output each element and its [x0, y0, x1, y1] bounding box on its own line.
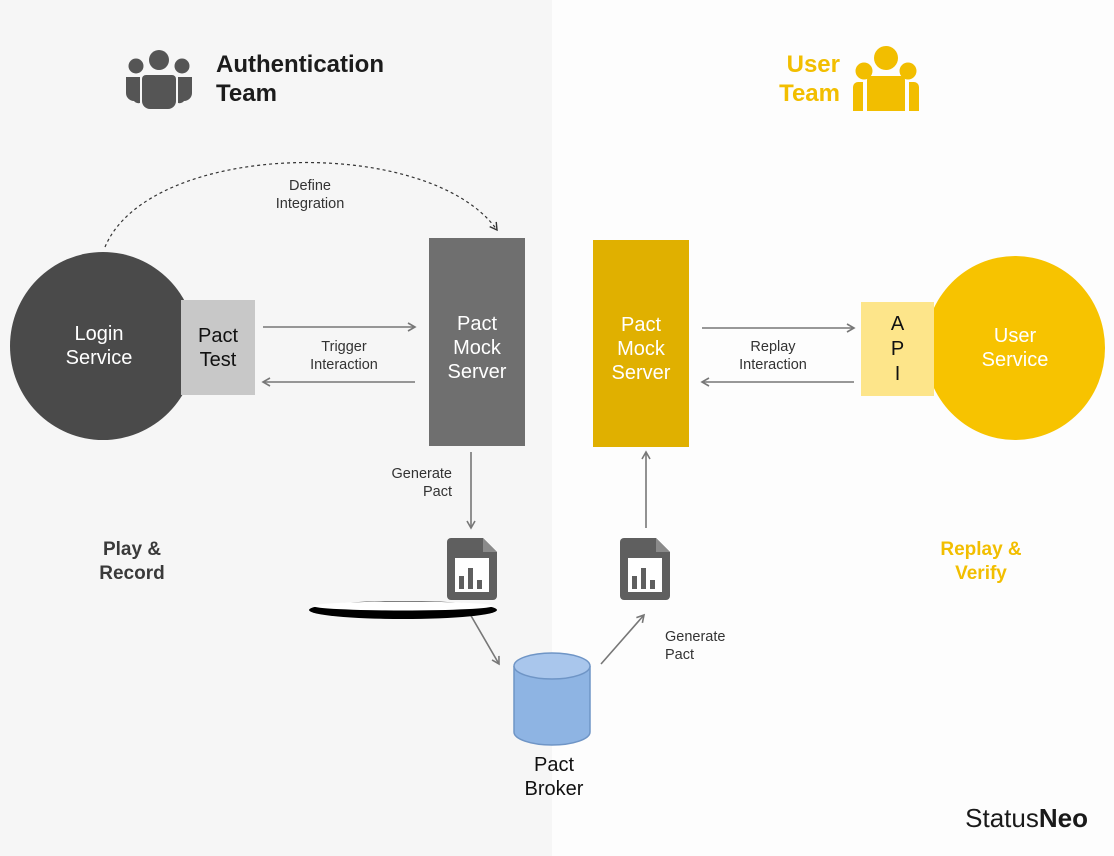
login-service-label: Login Service — [65, 323, 133, 369]
authentication-team-title: Authentication Team — [216, 51, 384, 107]
generate-pact-left-label: Generate Pact — [391, 466, 452, 500]
statusneo-logo: StatusNeo — [965, 803, 1088, 834]
right-pact-mock-server-node: Pact Mock Server — [593, 240, 689, 447]
database-cylinder-icon — [513, 652, 591, 746]
authentication-team-icon — [124, 49, 194, 109]
right-pact-mock-server-label: Pact Mock Server — [611, 314, 671, 384]
pact-test-node: Pact Test — [181, 300, 255, 395]
pact-test-label: Pact Test — [197, 324, 239, 371]
document-chart-icon — [447, 538, 497, 600]
document-chart-icon — [620, 538, 670, 600]
pact-to-broker-arrow — [469, 613, 500, 666]
user-service-node: User Service — [925, 256, 1105, 440]
trigger-interaction-label: Trigger Interaction — [310, 339, 378, 373]
replay-verify-label: Replay & Verify — [940, 539, 1022, 584]
left-pact-mock-server-label: Pact Mock Server — [447, 313, 507, 383]
user-team-icon — [851, 45, 921, 111]
api-label: A P I — [890, 312, 905, 385]
logo-bold-text: Neo — [1038, 803, 1088, 833]
left-pact-mock-server-node: Pact Mock Server — [429, 238, 525, 446]
broker-to-pact-arrow — [600, 613, 646, 665]
play-record-label: Play & Record — [99, 539, 165, 584]
login-service-node: Login Service — [10, 252, 196, 440]
pact-broker-label: Pact Broker — [524, 754, 584, 800]
replay-interaction-label: Replay Interaction — [739, 339, 807, 373]
define-integration-arrow — [104, 161, 498, 248]
user-service-label: User Service — [981, 325, 1049, 371]
api-node: A P I — [861, 302, 934, 396]
define-integration-label: Define Integration — [275, 178, 345, 212]
user-team-title: User Team — [779, 51, 840, 107]
pact-disc-icon — [309, 601, 497, 619]
generate-pact-right-label: Generate Pact — [665, 629, 726, 663]
logo-regular-text: Status — [965, 803, 1039, 833]
